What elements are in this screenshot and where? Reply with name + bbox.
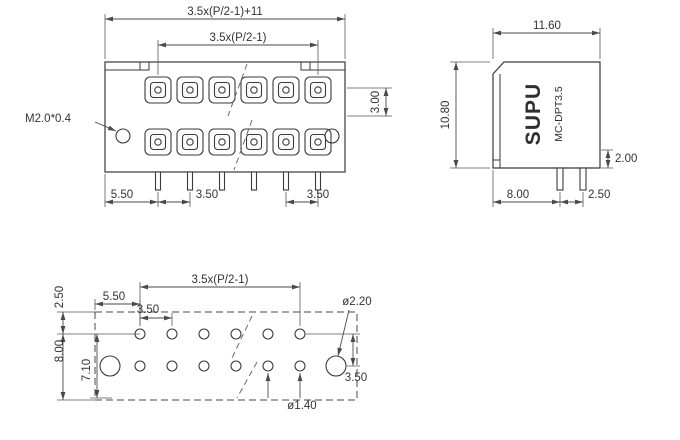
contact-cell	[272, 128, 300, 156]
pcb-dim-col-height-label: 8.00	[54, 340, 66, 362]
contact-cell	[272, 76, 300, 104]
solder-pin	[579, 167, 587, 191]
extension-line	[601, 149, 613, 169]
mounting-hole-left	[115, 128, 131, 144]
solder-pin	[186, 171, 194, 191]
contact-cell	[144, 128, 172, 156]
pin-hole	[262, 328, 274, 340]
pin-hole	[230, 360, 242, 372]
pin-hole	[294, 328, 306, 340]
extension-line	[57, 311, 140, 401]
pcb-dim-row-offset-label: 7.10	[81, 359, 93, 381]
pin-hole	[294, 360, 306, 372]
pin-hole	[166, 360, 178, 372]
dim-step-label: 2.00	[615, 153, 637, 165]
solder-pin	[218, 171, 226, 191]
mounting-hole	[99, 355, 121, 377]
dim-pin-pitch-label: 2.50	[588, 189, 610, 201]
side-view: SUPU MC-DPT3.5 11.60 10.80 2.00 8.00 2.5…	[440, 20, 637, 207]
pcb-layout-view: 3.5x(P/2-1) 5.50 3.50 2.50 8.00 7.10 ø2.…	[54, 274, 372, 412]
dim-pitch-right-label: 3.50	[307, 189, 329, 201]
pcb-dim-top-offset-label: 2.50	[54, 286, 66, 308]
dim-edge-to-pin-label: 5.50	[111, 189, 133, 201]
leader-line	[94, 121, 117, 132]
solder-pin	[314, 171, 322, 191]
pcb-dim-span-label: 3.5x(P/2-1)	[192, 274, 249, 286]
extension-line	[306, 333, 360, 367]
model-label: MC-DPT3.5	[553, 86, 565, 142]
contact-cell	[240, 76, 268, 104]
contact-cell	[176, 128, 204, 156]
side-body-outline	[492, 61, 601, 169]
contact-cell	[176, 76, 204, 104]
dim-height-label: 10.80	[440, 101, 452, 130]
dim-pin-offset-label: 8.00	[507, 189, 529, 201]
pin-hole	[198, 360, 210, 372]
contact-cell	[144, 76, 172, 104]
extension-line	[139, 282, 301, 326]
contact-cell	[304, 76, 332, 104]
solder-pin	[250, 171, 258, 191]
pin-hole	[262, 360, 274, 372]
pin-hole	[134, 360, 146, 372]
body-notch-right	[300, 61, 311, 71]
thread-label: M2.0*0.4	[25, 113, 72, 125]
extension-line	[104, 174, 319, 207]
pcb-dim-edge-label: 5.50	[103, 291, 125, 303]
dim-pitch-label: 3.50	[196, 189, 218, 201]
dim-row-height-label: 3.00	[370, 91, 382, 113]
pin-hole	[198, 328, 210, 340]
contact-cell	[240, 128, 268, 156]
dim-width-label: 11.60	[533, 20, 561, 32]
contact-cell	[208, 128, 236, 156]
mounting-hole	[325, 355, 347, 377]
dim-overall-label: 3.5x(P/2-1)+11	[187, 6, 263, 18]
leader-line	[337, 309, 350, 357]
break-line	[227, 63, 253, 171]
small-hole-dia-label: ø1.40	[287, 400, 316, 412]
solder-pin	[282, 171, 290, 191]
pcb-dim-pitch-label: 3.50	[137, 304, 159, 316]
brand-label: SUPU	[522, 83, 545, 145]
side-body-detail	[493, 74, 501, 168]
board-outline	[94, 311, 358, 401]
break-line	[230, 315, 258, 399]
contact-cell	[208, 76, 236, 104]
big-hole-dia-label: ø2.20	[342, 296, 371, 308]
contact-cell	[304, 128, 332, 156]
dim-span-label: 3.5x(P/2-1)	[210, 32, 267, 44]
extension-line	[104, 14, 346, 59]
mounting-hole-right	[324, 128, 340, 144]
pcb-dim-row-gap-label: 3.50	[345, 372, 367, 384]
pin-hole	[230, 328, 242, 340]
front-view: 3.5x(P/2-1)+11 3.5x(P/2-1) M2.0*0.4 3.00…	[25, 6, 392, 207]
body-notch-left	[139, 61, 150, 71]
solder-pin	[556, 167, 564, 191]
pin-hole	[166, 328, 178, 340]
solder-pin	[154, 171, 162, 191]
